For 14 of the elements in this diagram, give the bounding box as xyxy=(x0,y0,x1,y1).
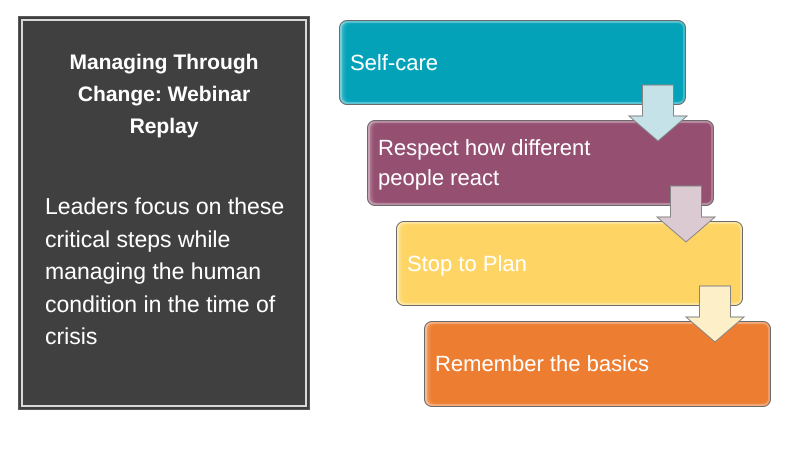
process-box xyxy=(396,221,743,306)
block-arrow xyxy=(684,286,746,343)
block-arrow xyxy=(656,186,716,243)
process-box xyxy=(367,120,714,206)
panel-heading: Managing Through Change: Webinar Replay xyxy=(68,50,260,140)
step-label: Self-care xyxy=(350,48,438,76)
step-label: Respect how different people react xyxy=(378,134,592,192)
process-box xyxy=(339,20,686,105)
block-arrow xyxy=(628,84,688,142)
panel-body-text: Leaders focus on these critical steps while managing the human condition in the time of crisis xyxy=(45,192,286,351)
process-box xyxy=(424,321,771,407)
step-label: Stop to Plan xyxy=(407,250,527,278)
step-label: Remember the basics xyxy=(435,350,649,378)
text-panel xyxy=(18,16,310,410)
